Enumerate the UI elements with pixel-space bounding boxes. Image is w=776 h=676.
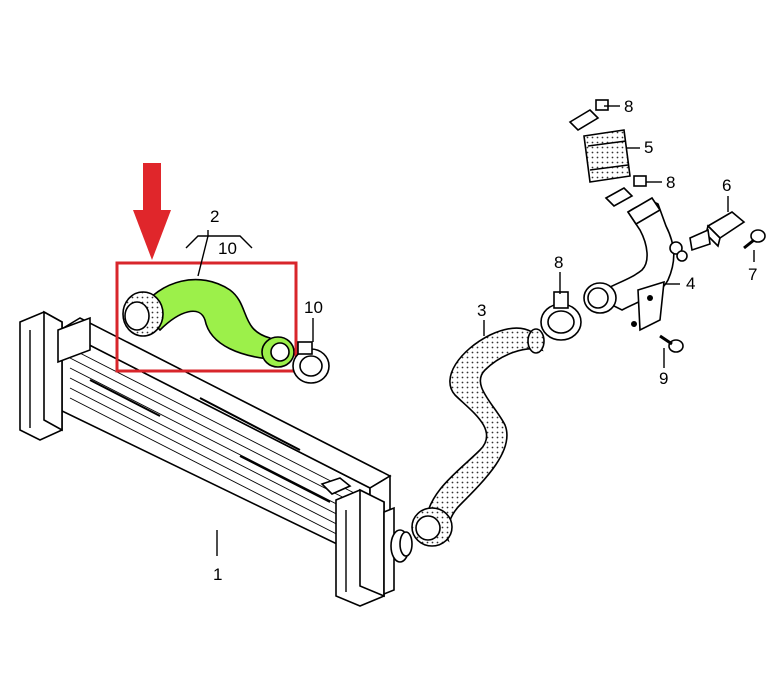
pipe-assembly xyxy=(583,196,688,332)
bolt-top xyxy=(568,99,609,132)
label-part-4: 4 xyxy=(686,274,695,293)
label-part-10: 10 xyxy=(304,298,323,317)
label-part-9: 9 xyxy=(659,369,668,388)
screw-7 xyxy=(743,229,766,250)
label-part-8-left: 8 xyxy=(554,253,563,272)
sensor xyxy=(689,211,746,252)
bolt-9 xyxy=(659,334,684,353)
bolt-mid xyxy=(604,175,647,207)
arrow-down-icon xyxy=(133,163,171,260)
label-part-6: 6 xyxy=(722,176,731,195)
label-part-8-top: 8 xyxy=(624,97,633,116)
clamp-left xyxy=(540,291,582,341)
charge-air-hose xyxy=(411,327,545,547)
label-part-8-mid: 8 xyxy=(666,173,675,192)
hose-clamp xyxy=(292,341,330,384)
label-part-2: 2 xyxy=(210,207,219,226)
label-part-3: 3 xyxy=(477,301,486,320)
label-part-7: 7 xyxy=(748,265,757,284)
leader-lines xyxy=(185,105,755,556)
label-part-1: 1 xyxy=(213,565,222,584)
label-part-5: 5 xyxy=(644,138,653,157)
heat-shield xyxy=(583,129,631,183)
intercooler xyxy=(19,310,413,607)
label-part-2-10: 10 xyxy=(218,239,237,258)
highlighted-hose xyxy=(122,278,295,368)
highlight-frame xyxy=(115,261,298,373)
